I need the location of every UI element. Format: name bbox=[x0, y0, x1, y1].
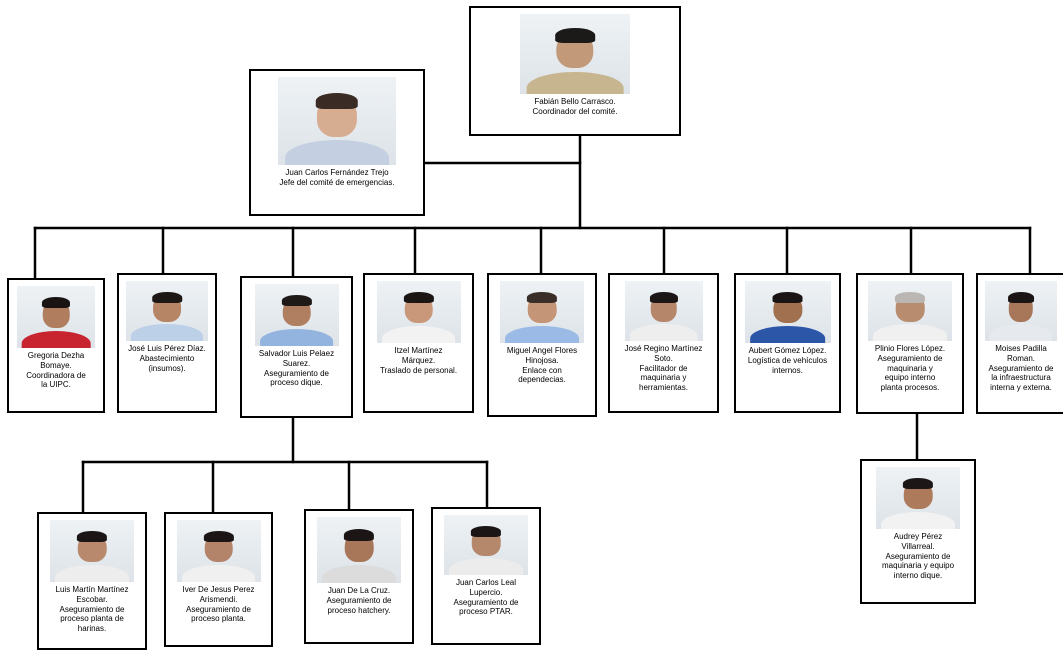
org-node-juan-de-la-cruz: Juan De La Cruz. Aseguramiento de proces… bbox=[304, 509, 414, 644]
person-photo bbox=[520, 14, 630, 94]
org-node-gregoria: Gregoria Dezha Bomaye. Coordinadora de l… bbox=[7, 278, 105, 413]
node-caption: Fabián Bello Carrasco. Coordinador del c… bbox=[532, 97, 618, 116]
org-node-miguel: Miguel Angel Flores Hinojosa. Enlace con… bbox=[487, 273, 597, 417]
person-photo bbox=[500, 281, 584, 343]
org-node-aubert: Aubert Gómez López. Logística de vehícul… bbox=[734, 273, 841, 413]
org-node-juan-carlos-fernandez: Juan Carlos Fernández Trejo Jefe del com… bbox=[249, 69, 425, 216]
org-node-jose-luis: José Luis Pérez Díaz. Abastecimiento (in… bbox=[117, 273, 217, 413]
person-photo bbox=[254, 284, 339, 346]
node-caption: Luis Martín Martínez Escobar. Aseguramie… bbox=[55, 585, 129, 633]
org-node-itzel: Itzel Martínez Márquez. Traslado de pers… bbox=[363, 273, 474, 413]
person-photo bbox=[126, 281, 208, 341]
person-photo bbox=[624, 281, 703, 341]
node-caption: Juan Carlos Leal Lupercio. Aseguramiento… bbox=[453, 578, 519, 617]
org-node-salvador: Salvador Luis Pelaez Suarez. Aseguramien… bbox=[240, 276, 353, 418]
org-node-moises: Moises Padilla Roman. Aseguramiento de l… bbox=[976, 273, 1063, 414]
node-caption: Iver De Jesus Perez Arismendi. Asegurami… bbox=[182, 585, 255, 624]
person-photo bbox=[278, 77, 396, 165]
person-photo bbox=[744, 281, 831, 343]
node-caption: Miguel Angel Flores Hinojosa. Enlace con… bbox=[506, 346, 578, 385]
node-caption: Gregoria Dezha Bomaye. Coordinadora de l… bbox=[26, 351, 86, 390]
person-photo bbox=[317, 517, 401, 583]
org-node-plinio: Plinio Flores López. Aseguramiento de ma… bbox=[856, 273, 964, 414]
person-photo bbox=[876, 467, 960, 529]
node-caption: Juan De La Cruz. Aseguramiento de proces… bbox=[326, 586, 392, 615]
org-node-luis-martin: Luis Martín Martínez Escobar. Aseguramie… bbox=[37, 512, 147, 650]
person-photo bbox=[868, 281, 952, 341]
node-caption: Audrey Pérez Villarreal. Aseguramiento d… bbox=[881, 532, 955, 580]
person-photo bbox=[376, 281, 461, 343]
node-caption: Salvador Luis Pelaez Suarez. Aseguramien… bbox=[258, 349, 335, 388]
person-photo bbox=[985, 281, 1057, 341]
person-photo bbox=[17, 286, 95, 348]
org-node-iver: Iver De Jesus Perez Arismendi. Asegurami… bbox=[164, 512, 273, 647]
org-node-juan-carlos-leal: Juan Carlos Leal Lupercio. Aseguramiento… bbox=[431, 507, 541, 645]
node-caption: Moises Padilla Roman. Aseguramiento de l… bbox=[988, 344, 1054, 392]
org-node-jose-regino: José Regino Martínez Soto. Facilitador d… bbox=[608, 273, 719, 413]
node-caption: Itzel Martínez Márquez. Traslado de pers… bbox=[379, 346, 458, 375]
node-caption: José Luis Pérez Díaz. Abastecimiento (in… bbox=[128, 344, 206, 373]
org-node-fabian: Fabián Bello Carrasco. Coordinador del c… bbox=[469, 6, 681, 136]
node-caption: Aubert Gómez López. Logística de vehícul… bbox=[747, 346, 828, 375]
person-photo bbox=[444, 515, 528, 575]
node-caption: José Regino Martínez Soto. Facilitador d… bbox=[624, 344, 703, 392]
node-caption: Plinio Flores López. Aseguramiento de ma… bbox=[874, 344, 946, 392]
org-node-audrey: Audrey Pérez Villarreal. Aseguramiento d… bbox=[860, 459, 976, 604]
person-photo bbox=[176, 520, 261, 582]
person-photo bbox=[50, 520, 134, 582]
node-caption: Juan Carlos Fernández Trejo Jefe del com… bbox=[279, 168, 395, 187]
